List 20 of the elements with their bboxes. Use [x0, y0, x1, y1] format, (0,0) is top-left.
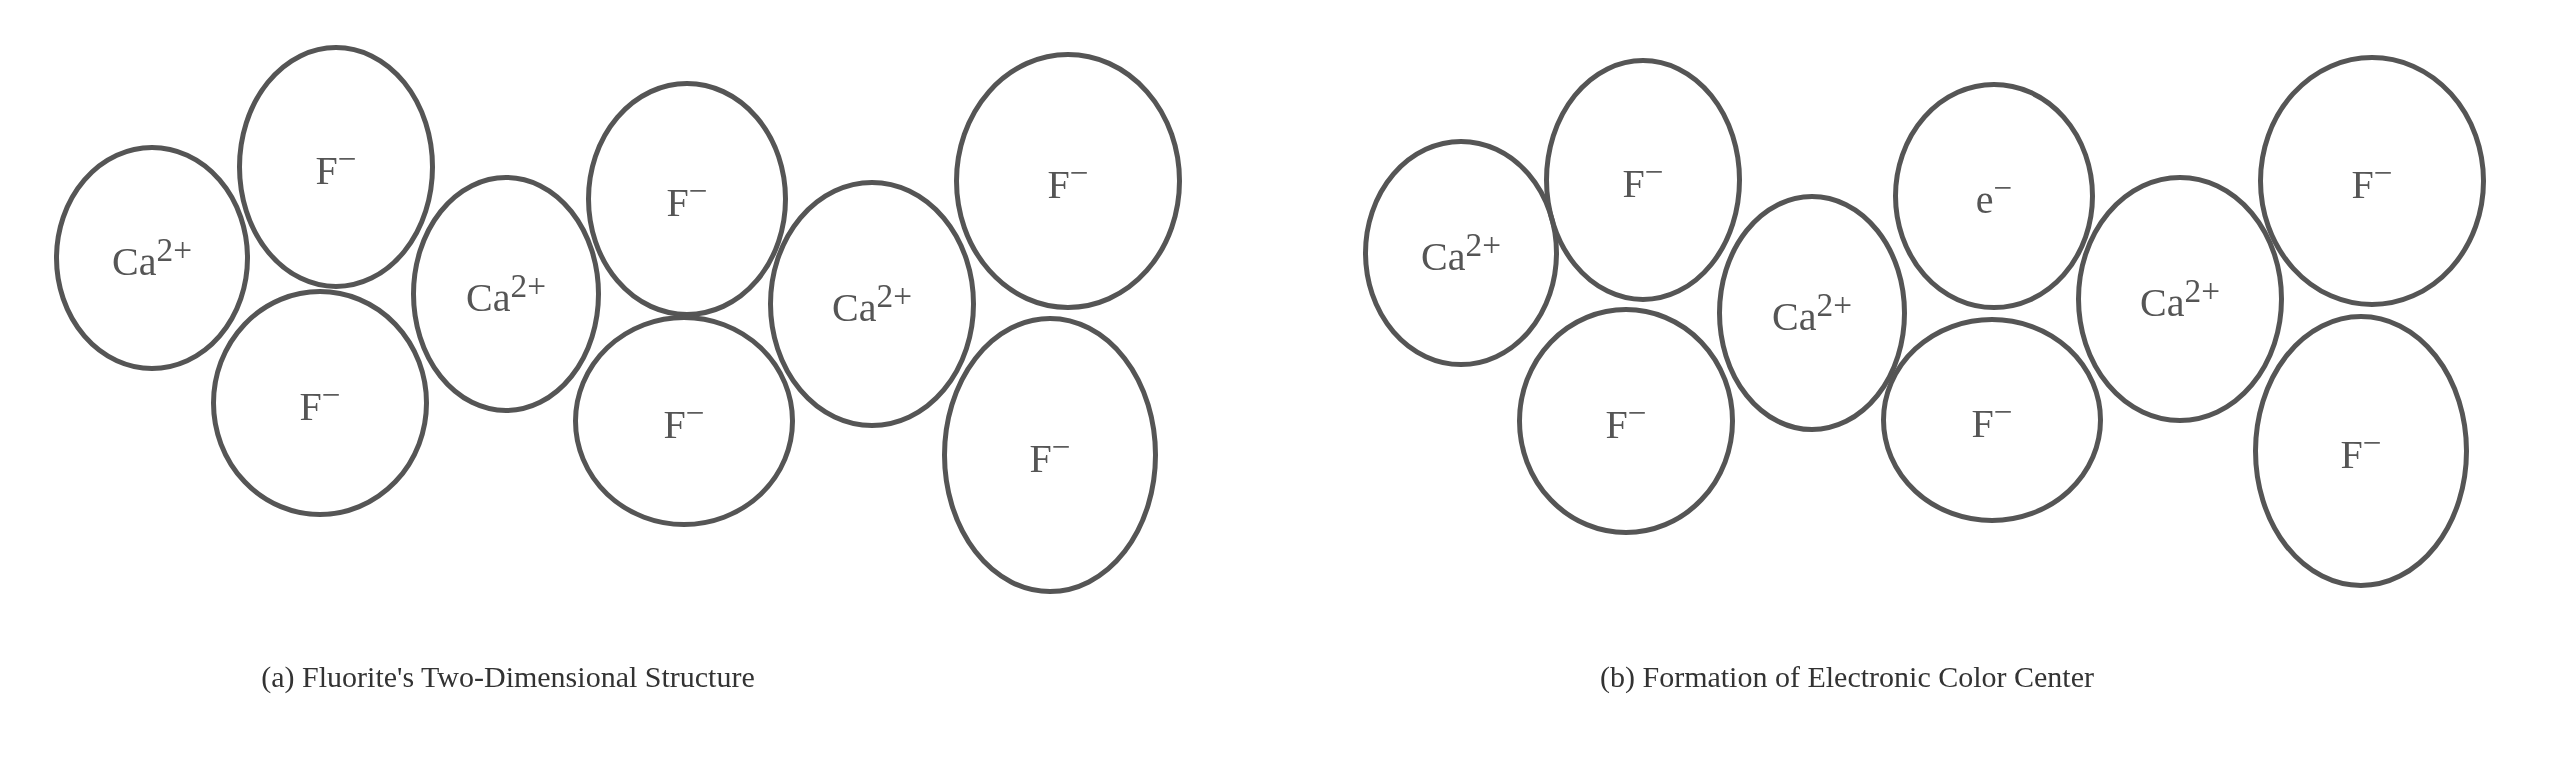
- ion-label: F$^{−}$: [1604, 393, 1648, 449]
- ion-label: F$^{−}$: [314, 139, 358, 195]
- ion-label: Ca$^{2+}$: [111, 230, 193, 286]
- ion-label: Ca$^{2+}$: [2139, 271, 2221, 327]
- ion-label: Ca$^{2+}$: [1420, 225, 1502, 281]
- ion-label: F$^{−}$: [1028, 427, 1072, 483]
- ion-label: F$^{−}$: [1621, 152, 1665, 208]
- ion-label: F$^{−}$: [662, 393, 706, 449]
- panel-caption: (a) Fluorite's Two-Dimensional Structure: [261, 660, 755, 694]
- ion-label: F$^{−}$: [2339, 423, 2383, 479]
- ion-label: Ca$^{2+}$: [465, 266, 547, 322]
- ion-label: Ca$^{2+}$: [831, 276, 913, 332]
- ion-label: F$^{−}$: [1970, 392, 2014, 448]
- ion-label: F$^{−}$: [1046, 153, 1090, 209]
- ion-label: e$^{−}$: [1974, 168, 2014, 224]
- ion-label: F$^{−}$: [2350, 153, 2394, 209]
- ion-label: F$^{−}$: [665, 171, 709, 227]
- panel-caption: (b) Formation of Electronic Color Center: [1600, 660, 2094, 694]
- ion-label: F$^{−}$: [298, 375, 342, 431]
- ion-label: Ca$^{2+}$: [1771, 285, 1853, 341]
